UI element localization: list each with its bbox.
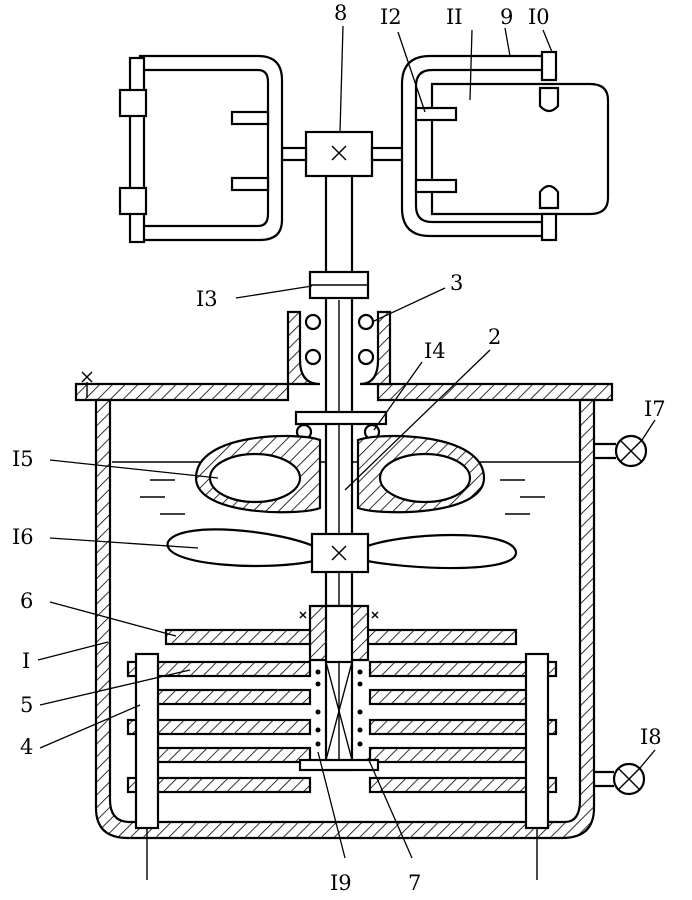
label-7: 7 — [408, 871, 421, 895]
tie-rods — [134, 652, 550, 880]
label-6: 6 — [20, 589, 33, 613]
label-13: I3 — [196, 287, 218, 311]
upper-bearing — [304, 313, 375, 366]
label-9: 9 — [500, 5, 513, 29]
thrust-bearing — [294, 410, 388, 441]
label-4: 4 — [20, 735, 33, 759]
main-shaft — [324, 168, 354, 772]
rotating-disc — [164, 604, 518, 664]
label-15: I5 — [12, 447, 34, 471]
hub-bearing-balls — [315, 669, 363, 747]
part-labels: 8 I2 II 9 I0 I3 3 I4 2 I7 I5 I6 6 I 5 4 … — [12, 1, 666, 895]
label-17: I7 — [644, 397, 666, 421]
label-14: I4 — [424, 339, 446, 363]
outlet-valve-upper — [594, 434, 648, 468]
label-5: 5 — [20, 693, 33, 717]
label-12: I2 — [380, 5, 402, 29]
outlet-valve-lower — [594, 762, 646, 796]
top-hub — [280, 130, 414, 178]
label-18: I8 — [640, 725, 662, 749]
vessel — [74, 310, 614, 840]
label-11: II — [446, 5, 463, 29]
label-10: I0 — [528, 5, 550, 29]
impeller — [166, 528, 518, 574]
left-wing-frame — [118, 54, 284, 244]
leader-lines — [37, 25, 656, 859]
label-3: 3 — [450, 271, 463, 295]
label-16: I6 — [12, 525, 34, 549]
label-19: I9 — [330, 871, 352, 895]
label-8: 8 — [334, 1, 347, 25]
label-2: 2 — [488, 325, 501, 349]
label-1: I — [22, 649, 30, 673]
right-wing-frame — [400, 50, 610, 242]
hollow-float — [194, 434, 486, 514]
